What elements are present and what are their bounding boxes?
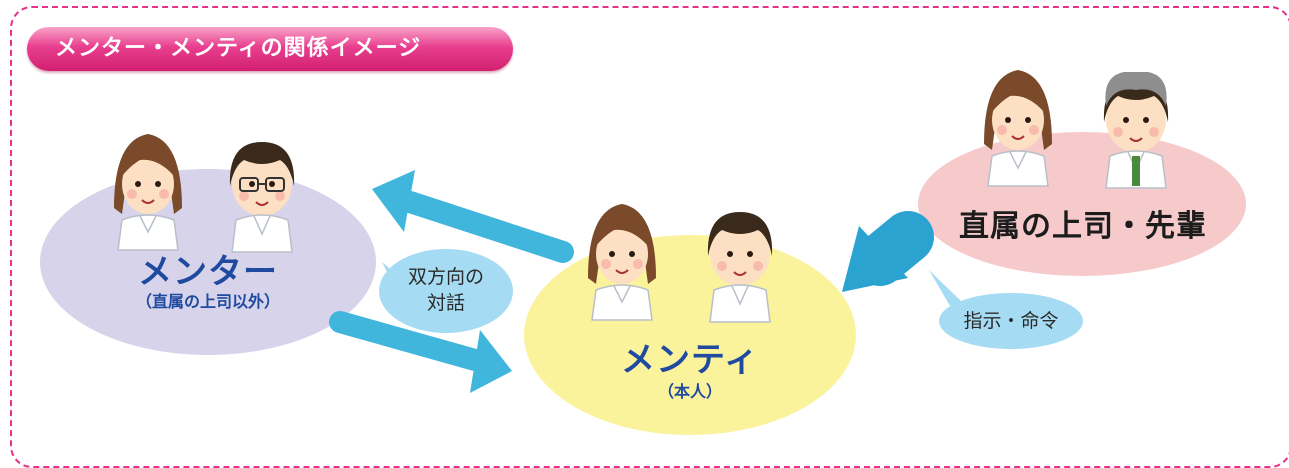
mentee-woman-figure bbox=[587, 203, 657, 321]
mentee-note: （本人） bbox=[657, 382, 722, 401]
mentor-ellipse bbox=[40, 169, 376, 355]
mentee-ellipse bbox=[524, 235, 856, 435]
dialogue-bubble bbox=[379, 249, 513, 333]
mentee-label: メンティ bbox=[621, 340, 759, 380]
mentor-man-figure bbox=[228, 141, 296, 253]
dialogue-text-line1: 双方向の bbox=[407, 266, 484, 288]
arrow-boss-to-mentee bbox=[842, 211, 934, 292]
boss-label: 直属の上司・先輩 bbox=[959, 209, 1207, 244]
dialogue-text-line2: 対話 bbox=[426, 292, 465, 314]
mentor-note: （直属の上司以外） bbox=[135, 292, 280, 311]
boss-woman-figure bbox=[983, 69, 1053, 187]
mentor-woman-figure bbox=[113, 133, 183, 251]
mentor-label: メンター bbox=[138, 252, 278, 292]
mentee-man-figure bbox=[706, 211, 774, 323]
command-bubble bbox=[929, 270, 1083, 349]
boss-man-figure bbox=[1102, 72, 1170, 189]
relationship-diagram bbox=[40, 69, 1246, 435]
arrow-mentee-to-mentor bbox=[372, 170, 574, 263]
arrow-mentor-to-mentee bbox=[329, 311, 512, 393]
title-banner: メンター・メンティの関係イメージ bbox=[27, 27, 513, 71]
command-text: 指示・命令 bbox=[963, 310, 1059, 332]
